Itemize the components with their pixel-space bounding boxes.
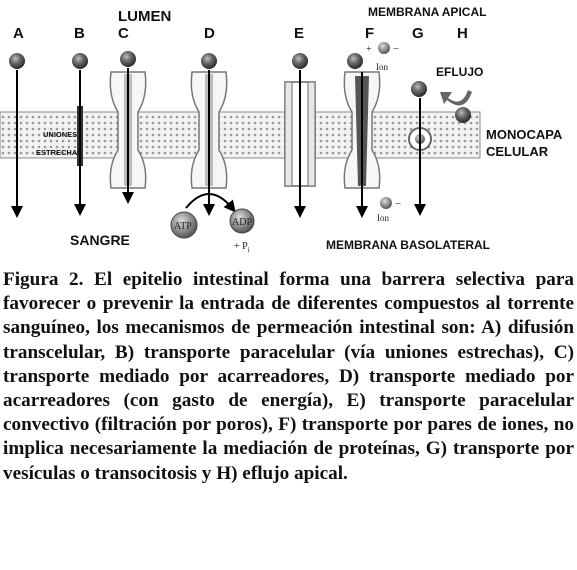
pi-label: + Pi — [234, 241, 250, 254]
mechanism-h: H EFLUJO — [436, 25, 483, 123]
caption-title: Figura 2. — [3, 269, 84, 290]
estrechas-label: ESTRECHAS — [36, 148, 82, 157]
label-f: F — [365, 25, 374, 42]
monocapa-label: MONOCAPA — [486, 127, 563, 142]
minus-sign: − — [395, 198, 401, 210]
lumen-label: LUMEN — [118, 8, 171, 25]
efflux-arrow-icon — [440, 90, 472, 106]
label-a: A — [13, 25, 24, 42]
molecule-icon — [411, 81, 427, 97]
figure-caption: Figura 2. El epitelio intestinal forma u… — [3, 268, 574, 486]
uniones-label: UNIONES — [43, 130, 77, 139]
mechanism-d: D ATP ADP + Pi — [170, 25, 255, 254]
membrana-apical-label: MEMBRANA APICAL — [368, 5, 486, 19]
molecule-icon — [455, 107, 471, 123]
atp-label: ATP — [174, 221, 192, 232]
label-h: H — [457, 25, 468, 42]
caption-text: El epitelio intestinal forma una barrera… — [3, 269, 574, 484]
label-g: G — [412, 25, 424, 42]
mechanism-g: G — [408, 25, 432, 216]
ion-top-label: Ion — [376, 62, 388, 72]
adp-icon — [229, 208, 255, 234]
molecule-icon — [9, 53, 25, 69]
ion-icon — [378, 42, 390, 54]
eflujo-label: EFLUJO — [436, 65, 483, 79]
plus-sign: + — [366, 44, 372, 55]
mechanism-b: B UNIONES ESTRECHAS — [36, 25, 88, 216]
adp-label: ADP — [232, 217, 252, 228]
atp-icon — [170, 211, 198, 239]
molecule-icon — [120, 51, 136, 67]
molecule-icon — [201, 53, 217, 69]
membrane-transport-figure: A B UNIONES ESTRECHAS LUMEN C D ATP ADP … — [0, 5, 563, 254]
mechanism-e: E — [284, 25, 316, 218]
celular-label: CELULAR — [486, 144, 549, 159]
mechanism-a: A — [9, 25, 25, 218]
ion-bottom-label: Ion — [377, 213, 389, 223]
label-e: E — [294, 25, 304, 42]
mechanism-f: F + − Ion − Ion — [343, 25, 401, 223]
molecule-icon — [72, 53, 88, 69]
ion-icon — [380, 197, 392, 209]
label-c: C — [118, 25, 129, 42]
mechanism-c: C — [109, 25, 147, 204]
molecule-icon — [347, 53, 363, 69]
label-b: B — [74, 25, 85, 42]
molecule-icon — [292, 53, 308, 69]
minus-sign: − — [393, 43, 399, 55]
label-d: D — [204, 25, 215, 42]
sangre-label: SANGRE — [70, 232, 130, 248]
membrana-basolateral-label: MEMBRANA BASOLATERAL — [326, 238, 490, 252]
